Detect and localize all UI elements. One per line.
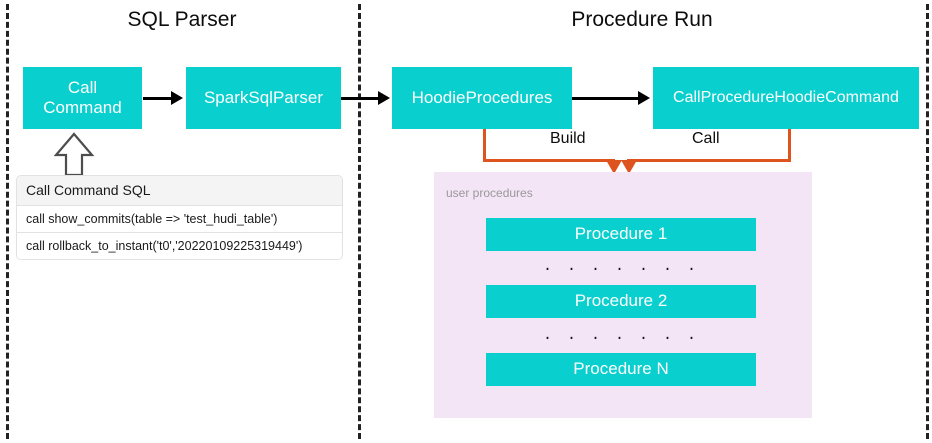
- section-title-procedure-run: Procedure Run: [571, 8, 713, 31]
- dashed-separator-middle: [358, 4, 361, 439]
- procedure-box-n-label: Procedure N: [573, 359, 669, 379]
- connector-build-vertical-left: [483, 129, 486, 162]
- connector-call-arrowhead: [621, 160, 637, 174]
- arrow-sparksqlparser-to-hoodieprocedures-line: [341, 97, 381, 100]
- procedure-box-n[interactable]: Procedure N: [486, 353, 756, 386]
- connector-call-vertical-right: [788, 129, 791, 162]
- user-procedures-panel-label: user procedures: [446, 186, 533, 200]
- node-call-procedure-hoodie-command-label: CallProcedureHoodieCommand: [673, 88, 899, 106]
- node-call-command-label-line2: Command: [43, 98, 122, 117]
- procedure-separator-dots-2: . . . . . . .: [542, 327, 700, 344]
- section-title-sql-parser: SQL Parser: [127, 8, 237, 31]
- procedure-box-2[interactable]: Procedure 2: [486, 285, 756, 318]
- node-spark-sql-parser-label: SparkSqlParser: [203, 87, 324, 107]
- procedure-box-2-label: Procedure 2: [574, 291, 668, 311]
- dashed-separator-left: [6, 4, 9, 439]
- node-call-procedure-hoodie-command[interactable]: CallProcedureHoodieCommand: [653, 67, 919, 129]
- edge-label-build: Build: [545, 130, 591, 148]
- arrow-callcommand-to-sparksqlparser-line: [143, 97, 173, 100]
- call-command-sql-row-2[interactable]: call rollback_to_instant('t0','202201092…: [17, 233, 342, 259]
- procedure-box-1[interactable]: Procedure 1: [486, 218, 756, 251]
- edge-label-call: Call: [687, 130, 725, 148]
- call-command-sql-row-1[interactable]: call show_commits(table => 'test_hudi_ta…: [17, 206, 342, 233]
- connector-build-arrowhead: [606, 160, 622, 174]
- call-command-sql-card-header: Call Command SQL: [17, 176, 342, 206]
- node-hoodie-procedures-label: HoodieProcedures: [411, 87, 553, 107]
- arrow-hoodieprocedures-to-callprocedurehoodiecommand-head: [638, 91, 650, 105]
- call-command-sql-card: Call Command SQL call show_commits(table…: [16, 175, 343, 260]
- procedure-separator-dots-1: . . . . . . .: [542, 258, 700, 275]
- dashed-separator-right: [926, 4, 929, 439]
- node-call-command-label-line1: Call: [67, 77, 98, 97]
- procedure-box-1-label: Procedure 1: [574, 224, 668, 244]
- connector-build-horizontal: [483, 159, 615, 162]
- connector-call-horizontal: [627, 159, 791, 162]
- arrow-hoodieprocedures-to-callprocedurehoodiecommand-line: [572, 97, 640, 100]
- node-hoodie-procedures[interactable]: HoodieProcedures: [392, 67, 572, 129]
- node-spark-sql-parser[interactable]: SparkSqlParser: [186, 67, 341, 129]
- arrow-sparksqlparser-to-hoodieprocedures-head: [378, 91, 390, 105]
- arrow-callcommand-to-sparksqlparser-head: [171, 91, 183, 105]
- node-call-command[interactable]: Call Command: [23, 67, 142, 129]
